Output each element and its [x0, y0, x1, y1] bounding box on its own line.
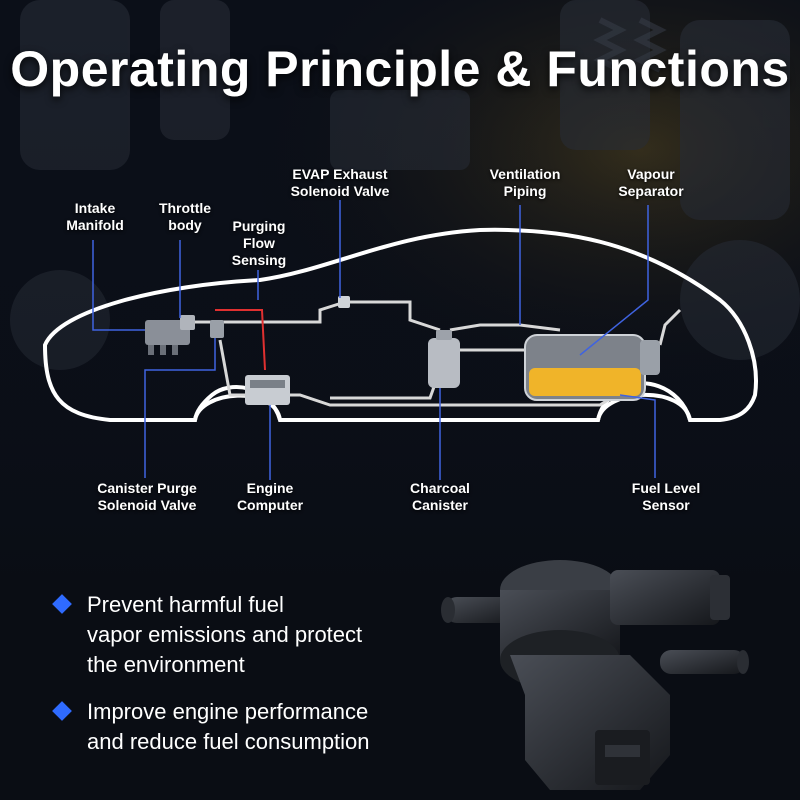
label-purging-flow-sensing: Purging Flow Sensing — [231, 218, 287, 268]
label-throttle-body: Throttle body — [158, 200, 212, 233]
evap-exhaust-valve-part — [338, 296, 350, 308]
label-intake-manifold: Intake Manifold — [66, 200, 124, 233]
throttle-body-part — [180, 315, 195, 330]
label-evap-exhaust: EVAP Exhaust Solenoid Valve — [290, 166, 390, 199]
label-fuel-level-sensor: Fuel Level Sensor — [631, 480, 701, 513]
page-title: Operating Principle & Functions — [10, 41, 790, 97]
car-outline — [42, 227, 758, 422]
charcoal-canister-part — [428, 330, 460, 388]
label-charcoal-canister: Charcoal Canister — [410, 480, 470, 513]
purge-line — [215, 309, 266, 371]
feature-item-emissions: Prevent harmful fuel vapor emissions and… — [52, 590, 435, 680]
diamond-bullet-icon — [52, 701, 72, 721]
feature-item-performance: Improve engine performance and reduce fu… — [52, 697, 435, 757]
rear-wheel-arch — [596, 392, 692, 421]
leader-lines — [92, 200, 656, 480]
diamond-bullet-icon — [52, 594, 72, 614]
fuel-tank-part — [524, 334, 660, 401]
label-vapour-separator: Vapour Separator — [618, 166, 684, 199]
label-ventilation-piping: Ventilation Piping — [489, 166, 561, 199]
purge-valve-product-image — [441, 560, 749, 790]
intake-manifold-part — [145, 320, 190, 355]
purge-solenoid-part — [210, 320, 224, 338]
engine-computer-part — [245, 375, 290, 405]
label-canister-purge: Canister Purge Solenoid Valve — [97, 480, 197, 513]
label-engine-computer: Engine Computer — [236, 480, 304, 513]
